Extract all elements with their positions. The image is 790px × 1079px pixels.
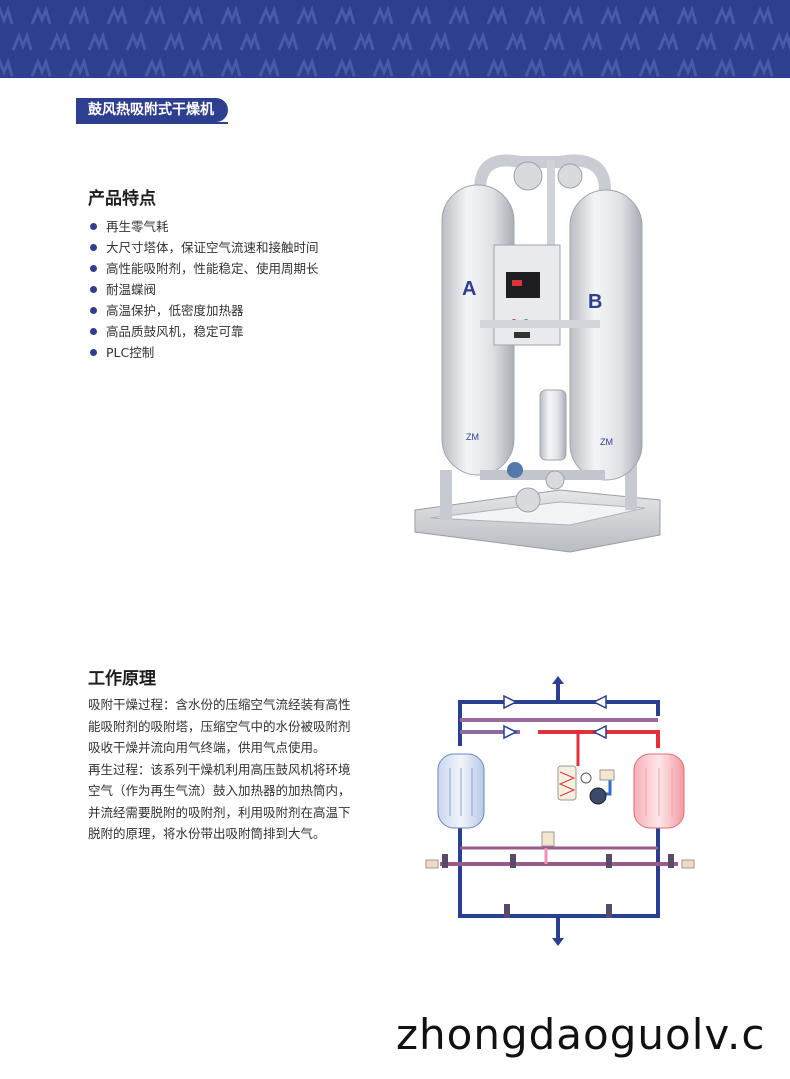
- banner-logo-mark: [30, 5, 52, 25]
- banner-logo-mark: [752, 5, 774, 25]
- banner-logo-mark: [600, 5, 622, 25]
- feature-item: 高性能吸附剂，性能稳定、使用周期长: [88, 258, 319, 279]
- banner-logo-mark: [638, 5, 660, 25]
- banner-logo-mark: [524, 57, 546, 77]
- banner-logo-mark: [30, 57, 52, 77]
- banner-logo-mark: [676, 57, 698, 77]
- feature-list: 再生零气耗 大尺寸塔体，保证空气流速和接触时间 高性能吸附剂，性能稳定、使用周期…: [88, 216, 319, 363]
- feature-item: 高品质鼓风机，稳定可靠: [88, 321, 319, 342]
- banner-logo-mark: [201, 31, 223, 51]
- banner-logo-mark: [733, 31, 755, 51]
- banner-logo-mark: [144, 57, 166, 77]
- banner-logo-mark: [505, 31, 527, 51]
- section-tag: 鼓风热吸附式干燥机: [76, 98, 228, 124]
- principle-text: 吸附干燥过程：含水份的压缩空气流经装有高性能吸附剂的吸附塔，压缩空气中的水份被吸…: [88, 694, 358, 845]
- brand-logo: ZM: [600, 437, 613, 447]
- banner-logo-mark: [296, 5, 318, 25]
- banner-logo-mark: [486, 5, 508, 25]
- banner-logo-mark: [714, 57, 736, 77]
- banner-logo-mark: [87, 31, 109, 51]
- banner-logo-mark: [581, 31, 603, 51]
- banner-logo-mark: [258, 5, 280, 25]
- dryer-illustration: A ZM B ZM: [414, 154, 661, 553]
- principle-title: 工作原理: [88, 669, 156, 689]
- banner-logo-mark: [220, 5, 242, 25]
- banner-logo-mark: [372, 5, 394, 25]
- feature-item: 大尺寸塔体，保证空气流速和接触时间: [88, 237, 319, 258]
- flow-diagram: [425, 676, 695, 946]
- header-banner: [0, 0, 790, 78]
- banner-logo-mark: [562, 5, 584, 25]
- features-title: 产品特点: [88, 189, 156, 209]
- banner-logo-mark: [182, 5, 204, 25]
- banner-logo-mark: [125, 31, 147, 51]
- banner-logo-mark: [106, 57, 128, 77]
- banner-logo-mark: [182, 57, 204, 77]
- banner-logo-mark: [372, 57, 394, 77]
- brand-logo: ZM: [466, 432, 479, 442]
- feature-item: PLC控制: [88, 342, 319, 363]
- banner-logo-mark: [410, 57, 432, 77]
- banner-logo-mark: [619, 31, 641, 51]
- banner-logo-mark: [714, 5, 736, 25]
- banner-logo-mark: [657, 31, 679, 51]
- banner-logo-mark: [0, 5, 14, 25]
- banner-logo-mark: [106, 5, 128, 25]
- banner-logo-mark: [334, 5, 356, 25]
- banner-logo-mark: [49, 31, 71, 51]
- banner-logo-mark: [277, 31, 299, 51]
- feature-item: 再生零气耗: [88, 216, 319, 237]
- banner-logo-mark: [524, 5, 546, 25]
- banner-logo-mark: [771, 31, 790, 51]
- banner-logo-mark: [239, 31, 261, 51]
- banner-logo-mark: [448, 5, 470, 25]
- banner-logo-mark: [486, 57, 508, 77]
- banner-logo-mark: [163, 31, 185, 51]
- banner-logo-mark: [391, 31, 413, 51]
- adsorption-process-text: 吸附干燥过程：含水份的压缩空气流经装有高性能吸附剂的吸附塔，压缩空气中的水份被吸…: [88, 697, 351, 755]
- banner-logo-mark: [638, 57, 660, 77]
- banner-logo-mark: [220, 57, 242, 77]
- banner-logo-mark: [695, 31, 717, 51]
- banner-logo-mark: [11, 31, 33, 51]
- banner-logo-mark: [410, 5, 432, 25]
- banner-logo-mark: [429, 31, 451, 51]
- banner-logo-mark: [334, 57, 356, 77]
- banner-logo-mark: [752, 57, 774, 77]
- banner-logo-mark: [562, 57, 584, 77]
- watermark-text: zhongdaoguolv.c: [396, 1010, 766, 1059]
- feature-item: 高温保护，低密度加热器: [88, 300, 319, 321]
- feature-item: 耐温蝶阀: [88, 279, 319, 300]
- banner-logo-mark: [296, 57, 318, 77]
- banner-logo-mark: [0, 57, 14, 77]
- banner-logo-mark: [467, 31, 489, 51]
- banner-logo-mark: [448, 57, 470, 77]
- banner-logo-mark: [68, 5, 90, 25]
- banner-pattern: [0, 5, 790, 77]
- regeneration-process-text: 再生过程：该系列干燥机利用高压鼓风机将环境空气（作为再生气流）鼓入加热器的加热筒…: [88, 761, 351, 842]
- banner-logo-mark: [315, 31, 337, 51]
- banner-logo-mark: [543, 31, 565, 51]
- tower-b-label: B: [588, 291, 602, 313]
- banner-logo-mark: [68, 57, 90, 77]
- banner-logo-mark: [353, 31, 375, 51]
- banner-logo-mark: [144, 5, 166, 25]
- banner-logo-mark: [258, 57, 280, 77]
- banner-logo-mark: [600, 57, 622, 77]
- tower-a-label: A: [462, 278, 476, 300]
- banner-logo-mark: [676, 5, 698, 25]
